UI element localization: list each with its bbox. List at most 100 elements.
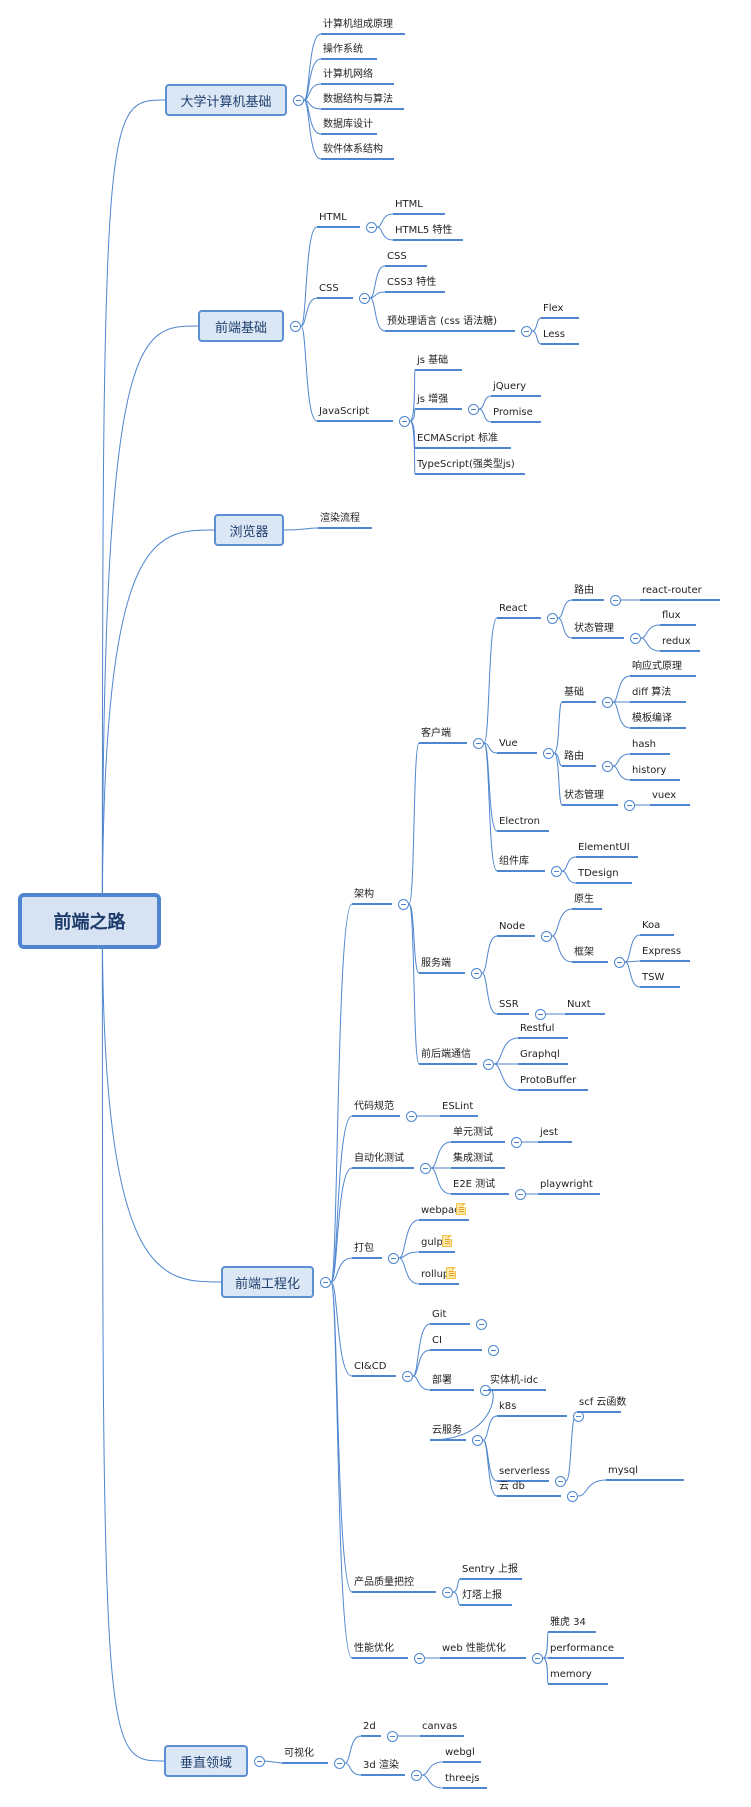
- collapse-toggle[interactable]: [521, 326, 532, 337]
- topic-label[interactable]: flux: [662, 610, 681, 621]
- note-icon[interactable]: [446, 1267, 456, 1279]
- topic-label[interactable]: ProtoBuffer: [520, 1075, 577, 1086]
- topic-label[interactable]: 可视化: [284, 1748, 314, 1759]
- topic-label[interactable]: 软件体系结构: [323, 144, 383, 155]
- topic-label[interactable]: 路由: [564, 751, 584, 762]
- topic-label[interactable]: 预处理语言 (css 语法糖): [387, 316, 498, 327]
- topic-label[interactable]: 数据库设计: [323, 119, 373, 130]
- collapse-toggle[interactable]: [541, 931, 552, 942]
- topic-label[interactable]: 打包: [354, 1243, 374, 1254]
- topic-label[interactable]: ESLint: [442, 1101, 474, 1112]
- topic-label[interactable]: JavaScript: [319, 406, 370, 417]
- topic-label[interactable]: 代码规范: [354, 1101, 394, 1112]
- topic-label[interactable]: 单元测试: [453, 1127, 493, 1138]
- topic-label[interactable]: 操作系统: [323, 44, 363, 55]
- collapse-toggle[interactable]: [402, 1371, 413, 1382]
- topic-label[interactable]: React: [499, 603, 528, 614]
- collapse-toggle[interactable]: [602, 697, 613, 708]
- topic-label[interactable]: 服务端: [421, 958, 451, 969]
- topic-label[interactable]: k8s: [499, 1401, 517, 1412]
- topic-label[interactable]: 组件库: [499, 856, 529, 867]
- branch-node[interactable]: 垂直领域: [164, 1745, 248, 1777]
- topic-label[interactable]: TDesign: [578, 868, 619, 879]
- topic-label[interactable]: rollup: [421, 1269, 450, 1280]
- topic-label[interactable]: gulp: [421, 1237, 443, 1248]
- topic-label[interactable]: Vue: [499, 738, 518, 749]
- collapse-toggle[interactable]: [602, 761, 613, 772]
- collapse-toggle[interactable]: [551, 866, 562, 877]
- topic-label[interactable]: 云服务: [432, 1425, 462, 1436]
- note-icon[interactable]: [456, 1203, 466, 1215]
- branch-node[interactable]: 前端工程化: [221, 1266, 314, 1298]
- topic-label[interactable]: HTML5 特性: [395, 225, 453, 236]
- collapse-toggle[interactable]: [614, 957, 625, 968]
- topic-label[interactable]: 前后端通信: [421, 1049, 471, 1060]
- collapse-toggle[interactable]: [293, 95, 304, 106]
- topic-label[interactable]: 灯塔上报: [462, 1590, 502, 1601]
- topic-label[interactable]: 计算机网络: [323, 69, 373, 80]
- topic-label[interactable]: mysql: [608, 1465, 638, 1476]
- collapse-toggle[interactable]: [366, 222, 377, 233]
- topic-label[interactable]: serverless: [499, 1466, 551, 1477]
- topic-label[interactable]: jQuery: [493, 381, 527, 392]
- collapse-toggle[interactable]: [468, 404, 479, 415]
- topic-label[interactable]: Graphql: [520, 1049, 560, 1060]
- collapse-toggle[interactable]: [483, 1059, 494, 1070]
- topic-label[interactable]: playwright: [540, 1179, 593, 1190]
- topic-label[interactable]: Git: [432, 1309, 447, 1320]
- topic-label[interactable]: TSW: [642, 972, 665, 983]
- collapse-toggle[interactable]: [488, 1345, 499, 1356]
- topic-label[interactable]: 云 db: [499, 1481, 525, 1492]
- topic-label[interactable]: 基础: [564, 687, 584, 698]
- topic-label[interactable]: diff 算法: [632, 687, 672, 698]
- topic-label[interactable]: vuex: [652, 790, 677, 801]
- topic-label[interactable]: CSS: [387, 251, 407, 262]
- topic-label[interactable]: CSS3 特性: [387, 277, 437, 288]
- collapse-toggle[interactable]: [420, 1163, 431, 1174]
- collapse-toggle[interactable]: [471, 968, 482, 979]
- collapse-toggle[interactable]: [555, 1476, 566, 1487]
- collapse-toggle[interactable]: [411, 1770, 422, 1781]
- collapse-toggle[interactable]: [630, 633, 641, 644]
- topic-label[interactable]: 实体机-idc: [490, 1375, 539, 1386]
- topic-label[interactable]: 计算机组成原理: [323, 19, 393, 30]
- topic-label[interactable]: webgl: [445, 1747, 475, 1758]
- topic-label[interactable]: Sentry 上报: [462, 1564, 518, 1575]
- collapse-toggle[interactable]: [320, 1277, 331, 1288]
- topic-label[interactable]: memory: [550, 1669, 592, 1680]
- topic-label[interactable]: CI&CD: [354, 1361, 387, 1372]
- topic-label[interactable]: 原生: [574, 894, 594, 905]
- note-icon[interactable]: [442, 1235, 452, 1247]
- topic-label[interactable]: Electron: [499, 816, 541, 827]
- topic-label[interactable]: ElementUI: [578, 842, 630, 853]
- collapse-toggle[interactable]: [515, 1189, 526, 1200]
- collapse-toggle[interactable]: [532, 1653, 543, 1664]
- topic-label[interactable]: js 基础: [417, 355, 449, 366]
- topic-label[interactable]: 自动化测试: [354, 1153, 404, 1164]
- topic-label[interactable]: threejs: [445, 1773, 480, 1784]
- topic-label[interactable]: Node: [499, 921, 526, 932]
- topic-label[interactable]: performance: [550, 1643, 615, 1654]
- collapse-toggle[interactable]: [406, 1111, 417, 1122]
- topic-label[interactable]: 产品质量把控: [354, 1577, 414, 1588]
- topic-label[interactable]: Restful: [520, 1023, 555, 1034]
- topic-label[interactable]: 客户端: [421, 728, 451, 739]
- collapse-toggle[interactable]: [547, 613, 558, 624]
- topic-label[interactable]: 3d 渲染: [363, 1760, 399, 1771]
- collapse-toggle[interactable]: [398, 899, 409, 910]
- topic-label[interactable]: 响应式原理: [632, 661, 682, 672]
- topic-label[interactable]: Nuxt: [567, 999, 591, 1010]
- topic-label[interactable]: HTML: [319, 212, 347, 223]
- topic-label[interactable]: 集成测试: [453, 1153, 493, 1164]
- topic-label[interactable]: 性能优化: [354, 1643, 394, 1654]
- topic-label[interactable]: 框架: [574, 947, 594, 958]
- topic-label[interactable]: Flex: [543, 303, 564, 314]
- topic-label[interactable]: 部署: [432, 1375, 452, 1386]
- collapse-toggle[interactable]: [511, 1137, 522, 1148]
- collapse-toggle[interactable]: [472, 1435, 483, 1446]
- collapse-toggle[interactable]: [476, 1319, 487, 1330]
- topic-label[interactable]: 渲染流程: [320, 513, 360, 524]
- collapse-toggle[interactable]: [624, 800, 635, 811]
- topic-label[interactable]: TypeScript(强类型js): [417, 459, 515, 470]
- branch-node[interactable]: 前端基础: [198, 310, 284, 342]
